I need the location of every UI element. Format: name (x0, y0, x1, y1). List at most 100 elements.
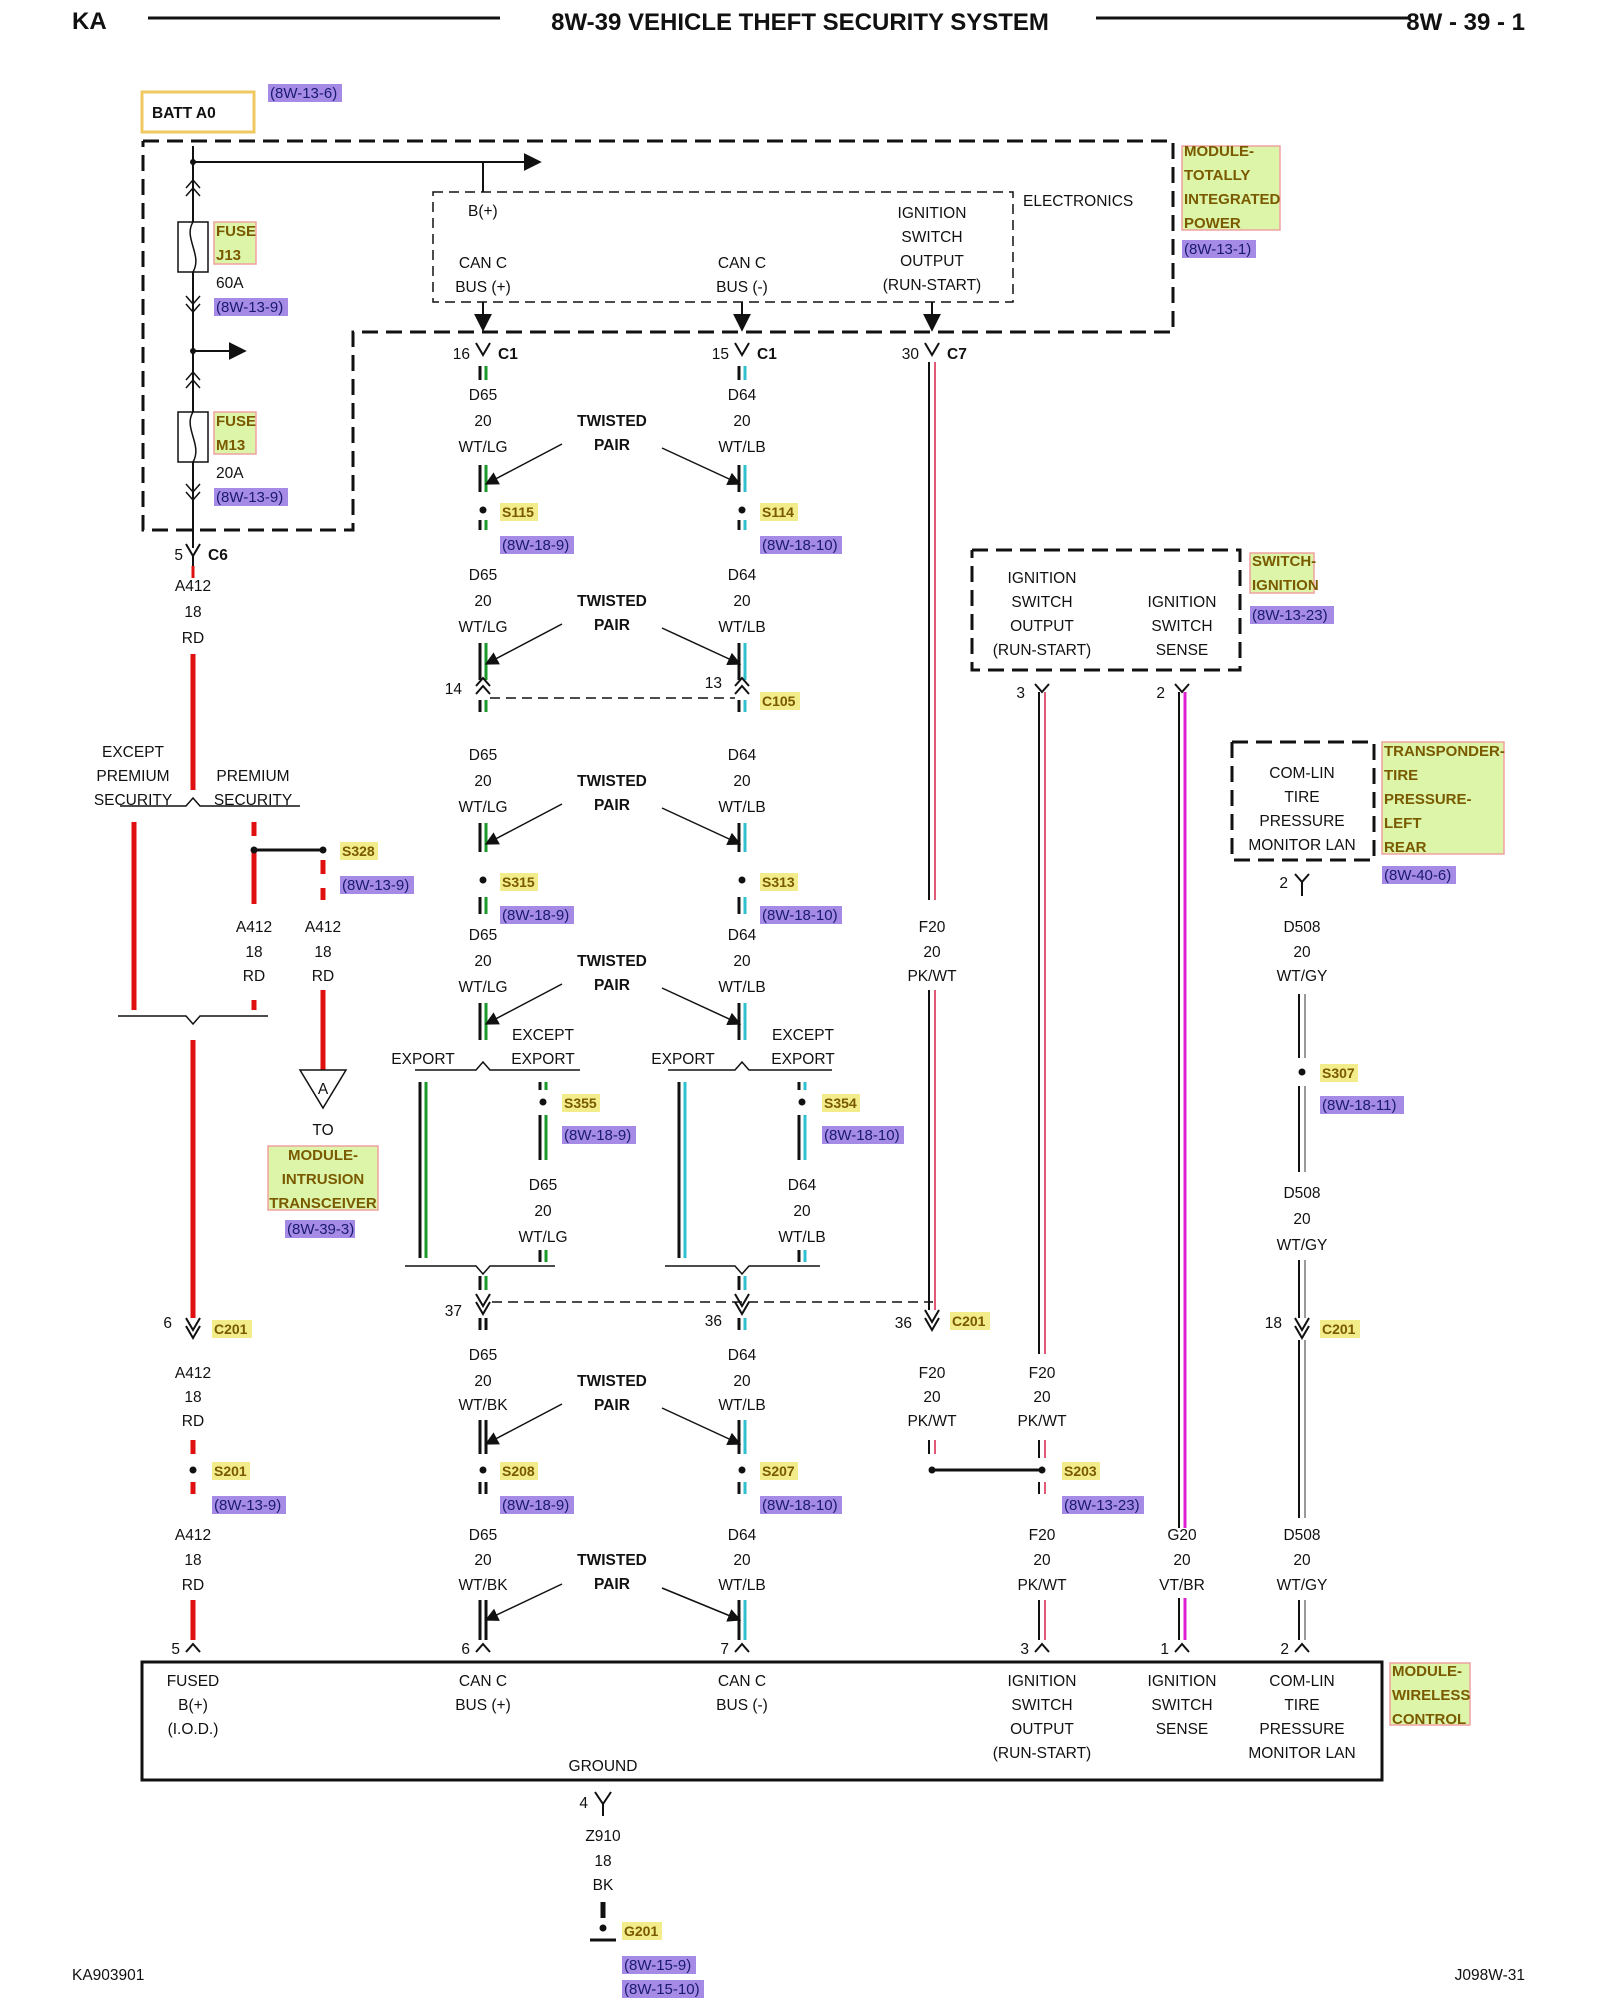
wires-f20-1-label: 20 (923, 944, 941, 961)
tipm-fuse_j13-1-label: J13 (216, 247, 241, 264)
splices-s354-name-label: S354 (824, 1095, 857, 1111)
wires-d65bk-2-label: WT/BK (458, 1577, 508, 1594)
splices-s207-ref-label: (8W-18-10) (762, 1497, 838, 1514)
splices-s307-ref-label: (8W-18-11) (1322, 1097, 1396, 1114)
wcm-pins-2-label: 7 (720, 1641, 729, 1658)
connectors-c1b-name-label: C1 (757, 346, 777, 363)
wires-d64-1-label: 20 (733, 593, 751, 610)
connectors-c201-pin_c-label: 36 (705, 1313, 722, 1330)
switch_ign-out-1-label: SWITCH (1011, 594, 1072, 611)
twisted-l1-label: TWISTED (577, 413, 647, 430)
wcm-comlin-1-label: TIRE (1284, 1697, 1319, 1714)
tipm-name-2-label: INTEGRATED (1184, 191, 1281, 208)
wires-d508-1-label: 20 (1293, 944, 1311, 961)
twisted-l1-label: TWISTED (577, 773, 647, 790)
wires-a412-1-label: 18 (314, 944, 331, 961)
wires-g20-2-label: VT/BR (1159, 1577, 1205, 1594)
connectors-c6-pin-label: 5 (174, 547, 183, 564)
bplus-label: B(+) (468, 203, 498, 220)
twisted-l2-label: PAIR (594, 1576, 630, 1593)
connectors-c1a-pin-label: 16 (453, 346, 470, 363)
connectors-c201-name-label: C201 (214, 1321, 248, 1337)
splices-s115-ref-label: (8W-18-9) (502, 537, 569, 554)
wires-d64-2-label: WT/LB (718, 1397, 765, 1414)
switch_ign-sense-2-label: SENSE (1156, 642, 1209, 659)
tipm-fuse_m13-0-label: FUSE (216, 413, 256, 430)
splices-s313-name-label: S313 (762, 874, 795, 890)
wires-a412-0-label: A412 (175, 1365, 211, 1382)
splices-s355-ref-label: (8W-18-9) (564, 1127, 631, 1144)
page-number: 8W - 39 - 1 (1406, 9, 1525, 36)
f20-circuit: F20 20 PK/WT 36 C201 F20 20 PK/WT (895, 362, 1040, 1474)
wires-a412-2-label: RD (182, 1413, 204, 1430)
intrusion-name-0-label: MODULE- (288, 1147, 358, 1164)
page-header: KA 8W-39 VEHICLE THEFT SECURITY SYSTEM 8… (72, 8, 1525, 36)
transponder-label-1-label: TIRE (1284, 789, 1319, 806)
wires-d64-0-label: D64 (728, 567, 757, 584)
wires-f20-2-label: PK/WT (907, 1413, 957, 1430)
electronics-label: ELECTRONICS (1023, 193, 1133, 210)
connectors-c7-pin-label: 30 (902, 346, 920, 363)
branches-except_export-1-label: EXPORT (771, 1051, 835, 1068)
branches-export-label: EXPORT (651, 1051, 715, 1068)
tipm-fuse_m13_ref-label: (8W-13-9) (216, 489, 283, 506)
transponder-name-0-label: TRANSPONDER- (1384, 743, 1505, 760)
wires-d65-2-label: WT/LG (458, 979, 507, 996)
branches-export-label: EXPORT (391, 1051, 455, 1068)
wires-d65-2-label: WT/LG (458, 799, 507, 816)
tipm-canc_pos-0-label: CAN C (459, 255, 507, 272)
wires-a412-0-label: A412 (236, 919, 272, 936)
wires-d64-0-label: D64 (728, 387, 757, 404)
switch_ign-name-0-label: SWITCH- (1252, 553, 1316, 570)
branches-except_premium-2-label: SECURITY (94, 792, 172, 809)
connectors-c1a-name-label: C1 (498, 346, 518, 363)
switch_ign-out-0-label: IGNITION (1008, 570, 1077, 587)
tipm-ign_out-1-label: SWITCH (901, 229, 962, 246)
wcm-pins-4-label: 1 (1160, 1641, 1169, 1658)
wires-d508-1-label: 20 (1293, 1552, 1311, 1569)
wires-a412-0-label: A412 (175, 1527, 211, 1544)
wcm-pins-5-label: 2 (1280, 1641, 1289, 1658)
switch_ign-name-1-label: IGNITION (1252, 577, 1319, 594)
header-left: KA (72, 8, 107, 35)
splices-s208-name-label: S208 (502, 1463, 535, 1479)
wires-d508-2-label: WT/GY (1277, 1237, 1328, 1254)
transponder-label-3-label: MONITOR LAN (1248, 837, 1355, 854)
wires-a412-2-label: RD (312, 968, 334, 985)
wires-d65-1-label: 20 (534, 1203, 552, 1220)
wires-d65-2-label: WT/LG (458, 439, 507, 456)
twisted-l1-label: TWISTED (577, 953, 647, 970)
transponder-label-0-label: COM-LIN (1269, 765, 1334, 782)
intrusion-to-label: TO (312, 1122, 333, 1139)
branches-except_premium-1-label: PREMIUM (96, 768, 169, 785)
top-connectors: 5 C6 16 C1 15 C1 30 C7 (174, 342, 967, 566)
fuse-m13-amp: 20A (216, 465, 244, 482)
connectors-c105-name-label: C105 (762, 693, 796, 709)
svg-text:MODULE-: MODULE- (1184, 143, 1254, 160)
splices-s203-name-label: S203 (1064, 1463, 1097, 1479)
connectors-c105-pin_a-label: 14 (445, 681, 463, 698)
wcm-comlin-3-label: MONITOR LAN (1248, 1745, 1355, 1762)
wires-d508-0-label: D508 (1283, 919, 1320, 936)
splices-s114-ref-label: (8W-18-10) (762, 537, 838, 554)
wires-a412-0-label: A412 (305, 919, 341, 936)
wcm-pins-1-label: 6 (461, 1641, 470, 1658)
twisted-l2-label: PAIR (594, 977, 630, 994)
wires-d64-1-label: 20 (733, 773, 751, 790)
wcm-comlin-2-label: PRESSURE (1259, 1721, 1344, 1738)
wires-d64-2-label: WT/LB (718, 799, 765, 816)
wires-d65-1-label: 20 (474, 413, 492, 430)
splices-s114-name-label: S114 (762, 504, 794, 520)
connectors-c201-pin_d-label: 36 (895, 1315, 912, 1332)
wcm-ign_sense-0-label: IGNITION (1148, 1673, 1217, 1690)
connectors-c1b-pin-label: 15 (712, 346, 729, 363)
wcm-ign_out-2-label: OUTPUT (1010, 1721, 1074, 1738)
wires-g20-0-label: G20 (1167, 1527, 1197, 1544)
tipm-fuse_j13_ref-label: (8W-13-9) (216, 299, 283, 316)
splices-s307-name-label: S307 (1322, 1065, 1355, 1081)
wires-a412-1-label: 18 (245, 944, 262, 961)
wires-f20-0-label: F20 (1029, 1527, 1056, 1544)
switch_ign-out-3-label: (RUN-START) (993, 642, 1091, 659)
wires-d64-0-label: D64 (788, 1177, 817, 1194)
